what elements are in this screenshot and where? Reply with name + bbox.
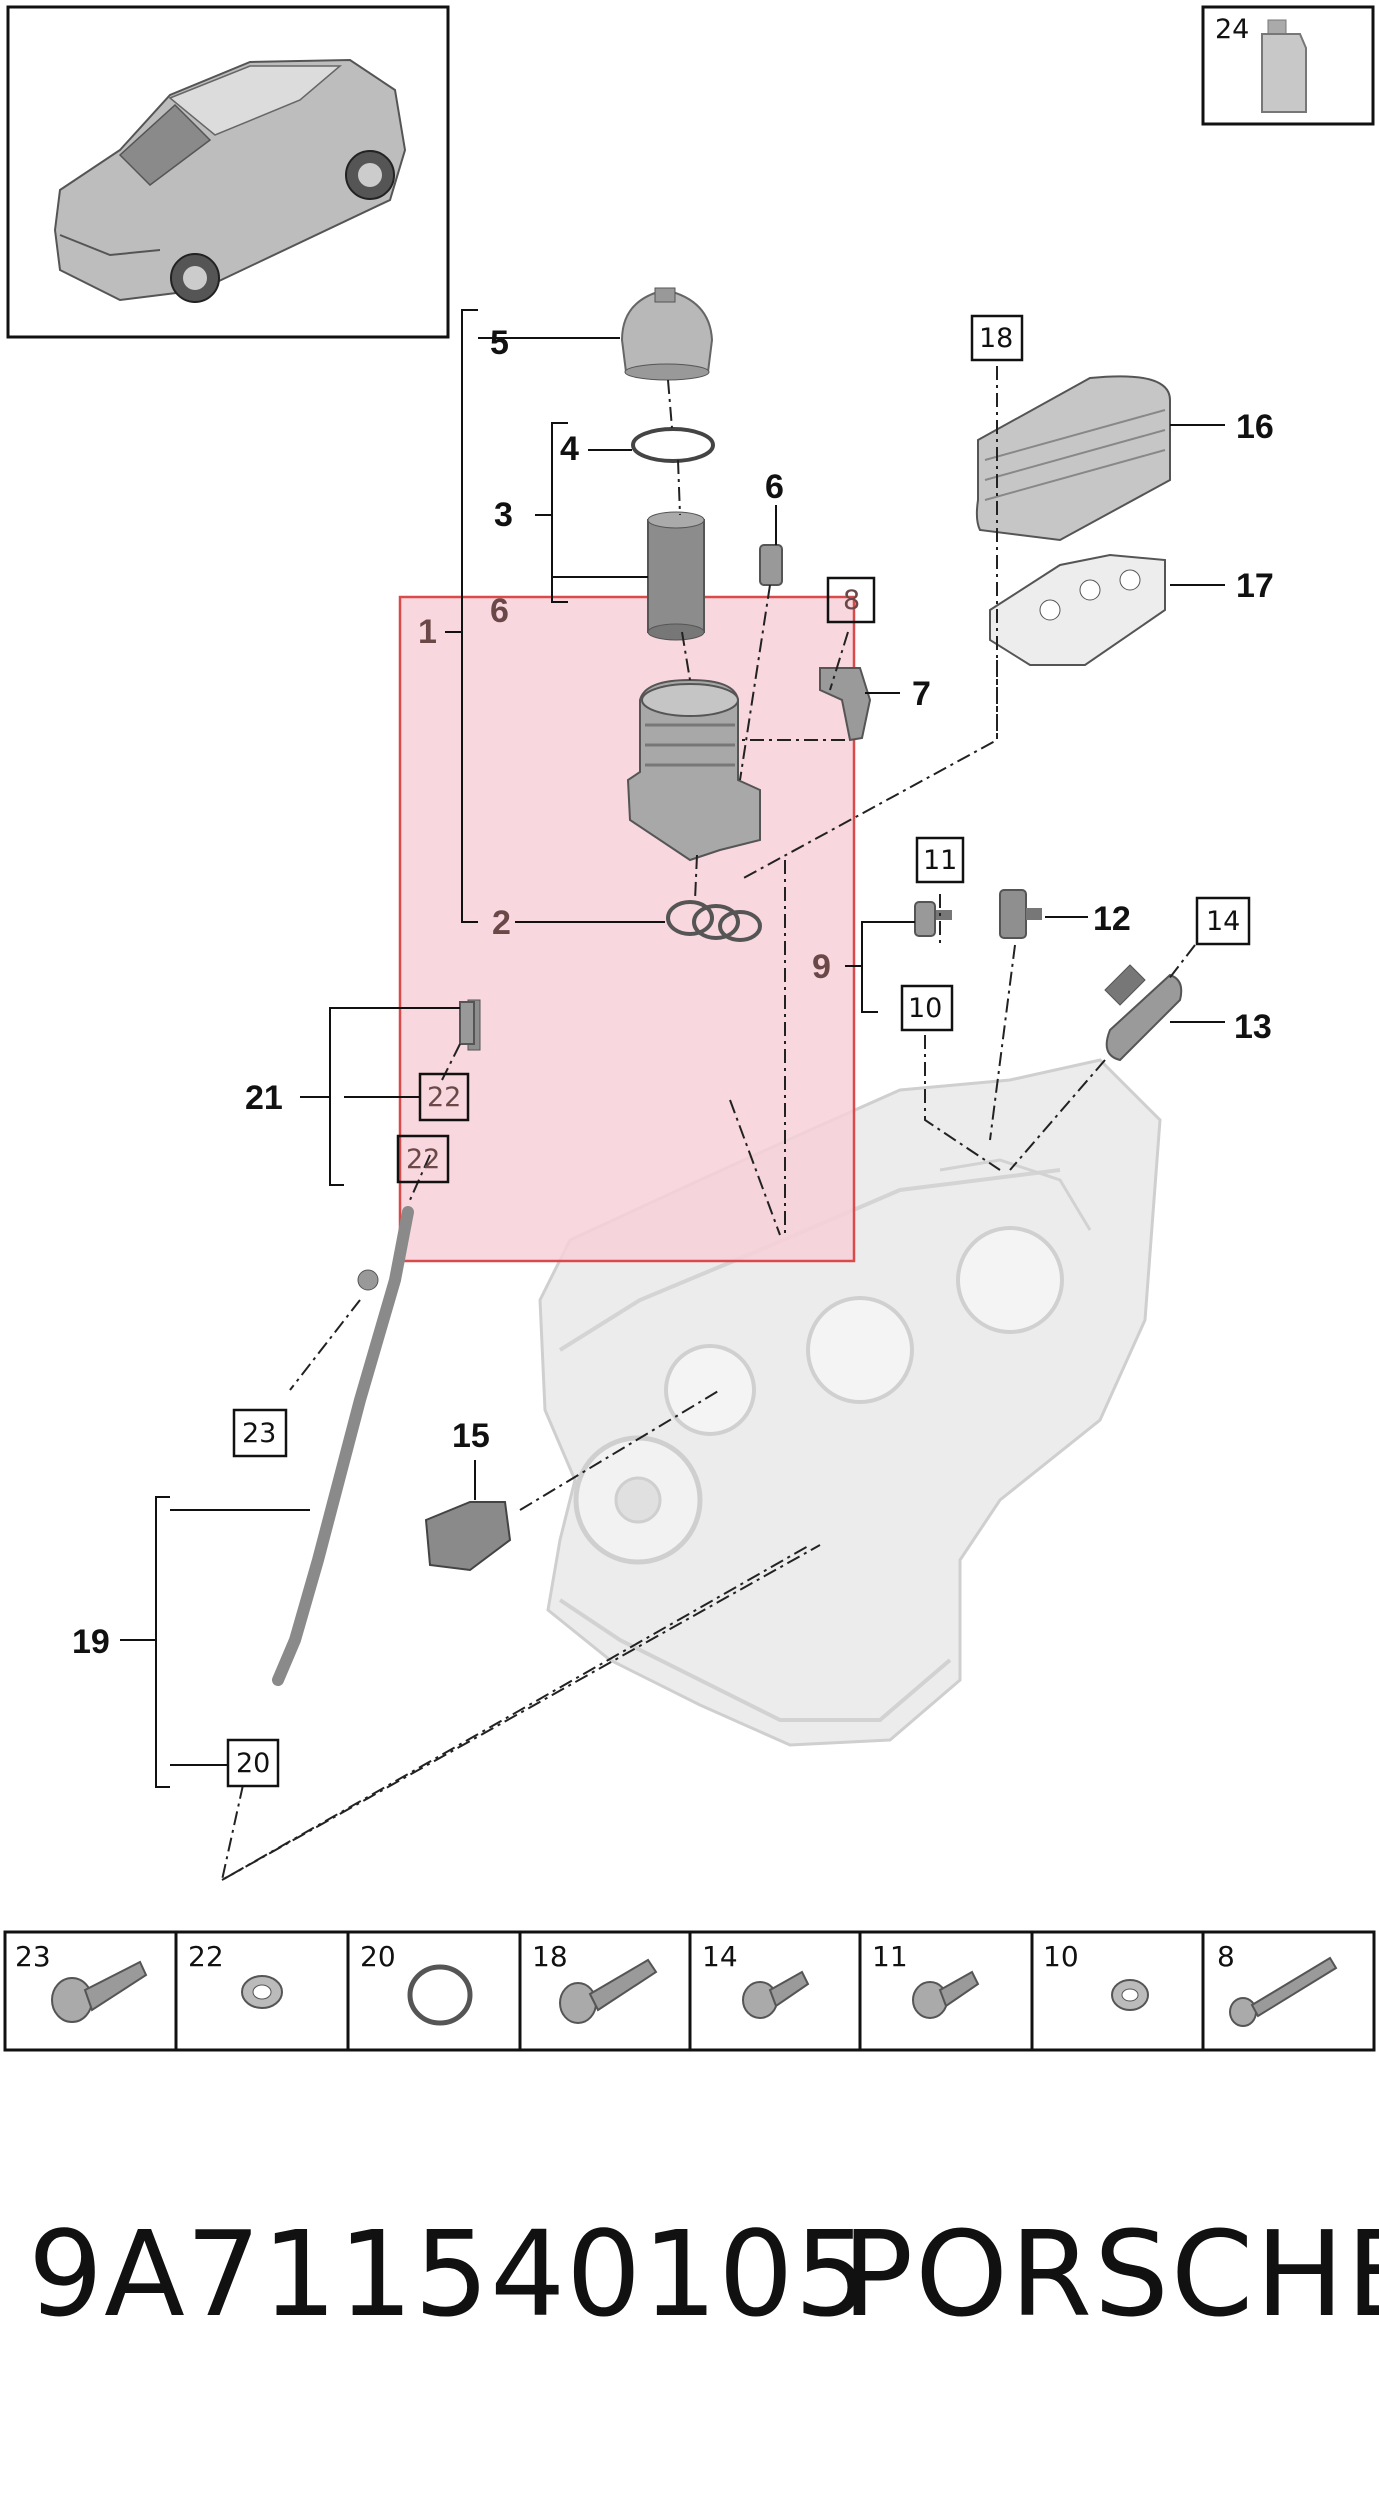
leader-lines xyxy=(120,309,1225,1788)
part-number: 9A711540105 xyxy=(28,2205,871,2343)
callout-box-18: 18 xyxy=(979,323,1013,354)
boxed-callout-22-upper: 22 xyxy=(418,1072,470,1122)
sealing-ring-icon xyxy=(1111,1979,1149,2011)
boxed-callout-8: 8 xyxy=(826,576,876,624)
callout-6-secondary: 6 xyxy=(490,592,509,630)
long-thin-bolt-icon xyxy=(1229,1956,1338,2027)
valve-insert-icon xyxy=(759,544,783,586)
hardware-number: 20 xyxy=(360,1940,396,1973)
callout-1: 1 xyxy=(418,613,437,651)
boxed-callout-20: 20 xyxy=(226,1738,280,1788)
callout-box-23: 23 xyxy=(242,1418,276,1449)
oil-cooler-gasket-icon xyxy=(989,553,1166,666)
callout-box-22-lower: 22 xyxy=(406,1144,440,1175)
guide-lines xyxy=(220,366,1196,1882)
suv-icon xyxy=(53,58,407,303)
callout-2: 2 xyxy=(492,904,511,942)
hardware-strip: 23 22 20 18 14 11 10 xyxy=(3,1930,1376,2052)
callout-box-10: 10 xyxy=(908,993,942,1024)
callout-box-11: 11 xyxy=(923,845,957,876)
oil-cooler-icon xyxy=(975,375,1171,542)
short-bolt-icon xyxy=(912,1970,980,2019)
callout-9: 9 xyxy=(812,948,831,986)
boxed-callout-11: 11 xyxy=(915,836,965,884)
vehicle-thumbnail xyxy=(6,5,450,339)
oil-level-sensor-icon xyxy=(424,1501,512,1572)
callout-box-8: 8 xyxy=(843,585,860,616)
callout-box-20: 20 xyxy=(236,1748,270,1779)
callout-6: 6 xyxy=(765,468,784,506)
hardware-number: 8 xyxy=(1217,1940,1235,1973)
o-ring-icon xyxy=(407,1964,473,2026)
boxed-callout-23: 23 xyxy=(232,1408,288,1458)
oil-filter-element-icon xyxy=(647,511,705,641)
short-bolt-icon xyxy=(742,1970,810,2019)
highlighted-part-region xyxy=(398,595,856,1263)
bolt-small-icon xyxy=(459,1001,475,1045)
oil-pressure-switch-icon xyxy=(999,889,1042,939)
boxed-callout-22-lower: 22 xyxy=(396,1134,450,1184)
callout-box-22-upper: 22 xyxy=(427,1082,461,1113)
callout-21: 21 xyxy=(245,1079,283,1117)
flange-bolt-icon xyxy=(51,1960,148,2023)
o-ring-large-icon xyxy=(631,427,715,463)
callout-17: 17 xyxy=(1236,567,1274,605)
boxed-callout-10: 10 xyxy=(900,984,954,1032)
callout-19: 19 xyxy=(72,1623,110,1661)
oil-pressure-sensor-small-icon xyxy=(914,901,952,937)
callout-box-14: 14 xyxy=(1206,906,1240,937)
brand-name: PORSCHE xyxy=(842,2205,1379,2343)
oil-bottle-icon xyxy=(1261,19,1307,113)
callout-5: 5 xyxy=(490,324,509,362)
hardware-number: 11 xyxy=(872,1940,908,1973)
callout-13: 13 xyxy=(1234,1008,1272,1046)
callout-7: 7 xyxy=(912,675,931,713)
bracket-icon xyxy=(819,667,872,742)
gasket-clamps-icon xyxy=(666,900,762,942)
callout-16: 16 xyxy=(1236,408,1274,446)
hardware-number: 10 xyxy=(1043,1940,1079,1973)
hardware-number: 22 xyxy=(188,1940,224,1973)
boxed-callout-18: 18 xyxy=(970,314,1024,362)
oil-filter-cap-icon xyxy=(620,287,714,381)
hardware-number: 18 xyxy=(532,1940,568,1973)
oil-bottle-group: 24 xyxy=(1201,5,1375,126)
oil-filter-housing-icon xyxy=(626,678,761,862)
callout-box-24: 24 xyxy=(1215,14,1249,45)
hardware-number: 14 xyxy=(702,1940,738,1973)
callout-4: 4 xyxy=(560,430,579,468)
sealing-ring-icon xyxy=(241,1975,283,2009)
callout-12: 12 xyxy=(1093,900,1131,938)
callout-15: 15 xyxy=(452,1417,490,1455)
footer: 9A711540105 PORSCHE xyxy=(0,2205,1379,2375)
long-bolt-icon xyxy=(559,1958,658,2024)
boxed-callout-14: 14 xyxy=(1195,896,1251,946)
hardware-number: 23 xyxy=(15,1940,51,1973)
control-valve-icon xyxy=(1104,964,1183,1062)
callout-3: 3 xyxy=(494,496,513,534)
